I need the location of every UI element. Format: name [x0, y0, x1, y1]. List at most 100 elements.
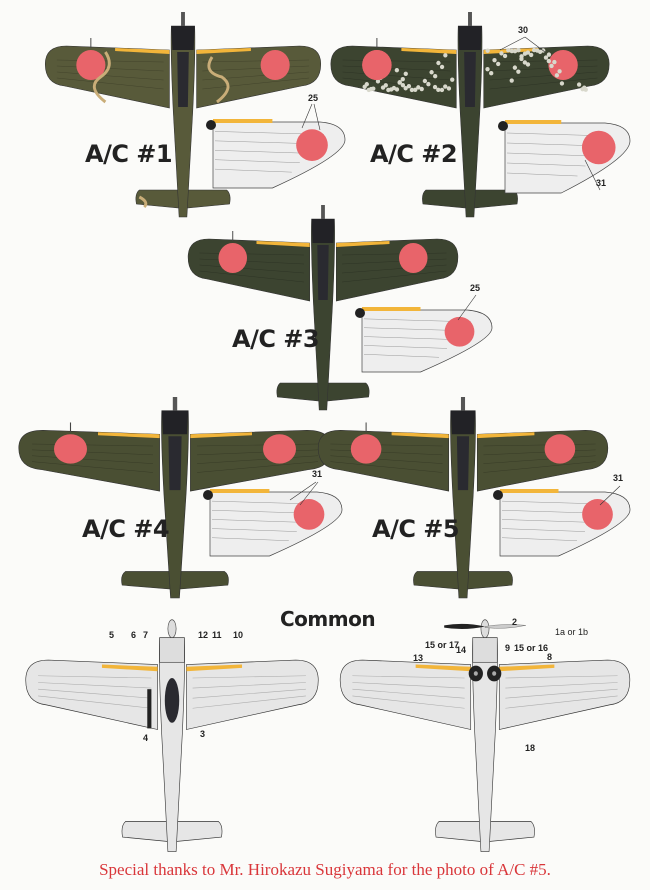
camo-mottle [509, 48, 514, 54]
panel-line [505, 688, 618, 699]
camo-mottle [552, 59, 557, 65]
camo-mottle [512, 49, 518, 54]
callout-25-ac1: 25 [308, 93, 319, 103]
panel-line [506, 152, 594, 157]
propeller-blade [444, 623, 485, 630]
camo-mottle [559, 81, 565, 86]
panel-line [192, 675, 306, 679]
panel-line [56, 71, 164, 81]
callout-31-ac2: 31 [596, 178, 607, 188]
yellow-leading-edge [210, 489, 270, 493]
camo-mottle [531, 47, 537, 53]
camo-mottle [549, 63, 554, 69]
callout-9: 9 [505, 643, 511, 653]
aircraft-3-top-view [187, 205, 459, 411]
callout-25-ac3: 25 [470, 283, 481, 293]
footer-credit: Special thanks to Mr. Hirokazu Sugiyama … [99, 860, 551, 879]
camo-mottle [522, 60, 528, 65]
left-wing [18, 430, 160, 492]
callout-14: 14 [456, 645, 467, 655]
camo-mottle [368, 86, 374, 92]
callout-leader [584, 159, 601, 191]
hinomaru-left [350, 434, 382, 464]
aircraft-5-wing-detail [493, 489, 631, 557]
canopy-dark-stripe [456, 436, 470, 491]
panel-line [192, 688, 306, 699]
right-wing [498, 659, 631, 730]
camo-mottle [409, 87, 415, 93]
engine-cowling [311, 219, 335, 243]
panel-line [483, 449, 596, 456]
panel-line [211, 519, 305, 523]
panel-line [192, 682, 306, 689]
camo-mottle [394, 67, 400, 73]
hinomaru-left [218, 243, 247, 273]
panel-line [199, 270, 305, 283]
callout-leader [289, 481, 317, 501]
panel-line [196, 443, 319, 447]
camo-mottle [557, 69, 562, 74]
camo-mottle [422, 78, 428, 84]
callout-13: 13 [413, 653, 424, 663]
hinomaru-right [399, 243, 428, 273]
hinomaru-right [548, 50, 578, 80]
aircraft-label-1: A/C #1 [85, 140, 173, 168]
panel-line [501, 519, 594, 523]
panel-line [352, 688, 465, 699]
callout-18: 18 [525, 743, 536, 753]
camo-mottle [502, 53, 508, 59]
panel-line [330, 455, 443, 464]
camo-mottle [436, 60, 441, 66]
callout-leader [457, 294, 477, 321]
panel-line [31, 443, 154, 447]
panel-line [199, 252, 305, 256]
black-stripe [147, 689, 152, 729]
camo-mottle [506, 47, 511, 53]
callout-15-17: 15 or 17 [425, 640, 460, 650]
panel-line [38, 675, 152, 679]
aircraft-2-wing-detail [498, 120, 631, 194]
yellow-leading-edge [505, 120, 562, 124]
engine-cowling [472, 637, 498, 663]
camo-mottle [439, 87, 445, 93]
panel-line [56, 77, 164, 90]
camo-mottle [582, 85, 587, 90]
tailplane [121, 821, 223, 842]
camo-mottle [529, 52, 534, 58]
callout-3: 3 [200, 729, 206, 739]
callout-10: 10 [233, 630, 244, 640]
common-upper-view [25, 619, 319, 852]
panel-line [202, 65, 310, 72]
panel-line [352, 675, 465, 679]
camo-mottle [512, 65, 518, 70]
right-wing [196, 45, 322, 109]
camo-mottle [406, 84, 412, 89]
panel-line [342, 59, 451, 63]
panel-line [211, 528, 297, 532]
panel-line [38, 688, 152, 699]
panel-line [196, 461, 319, 473]
callout-30-ac2: 30 [518, 25, 529, 35]
tailplane [276, 382, 370, 402]
canopy-dark-stripe [168, 436, 182, 491]
panel-line [505, 695, 618, 709]
panel-line [363, 345, 448, 349]
panel-line [483, 443, 596, 447]
panel-line [56, 65, 164, 72]
panel-line [196, 449, 319, 456]
callout-31-ac4: 31 [312, 469, 323, 479]
camo-mottle [485, 66, 490, 72]
camo-mottle [576, 82, 582, 87]
right-wing [483, 45, 610, 109]
yellow-leading-edge [500, 489, 559, 493]
panel-line [501, 537, 578, 541]
camo-mottle [450, 77, 455, 82]
panel-line [214, 168, 292, 173]
hinomaru-left [76, 50, 106, 80]
panel-line [31, 455, 154, 464]
panel-line [489, 59, 598, 63]
wheel [498, 121, 508, 131]
camo-mottle [403, 86, 408, 91]
aircraft-4-top-view [18, 397, 332, 599]
camo-mottle [489, 71, 494, 76]
